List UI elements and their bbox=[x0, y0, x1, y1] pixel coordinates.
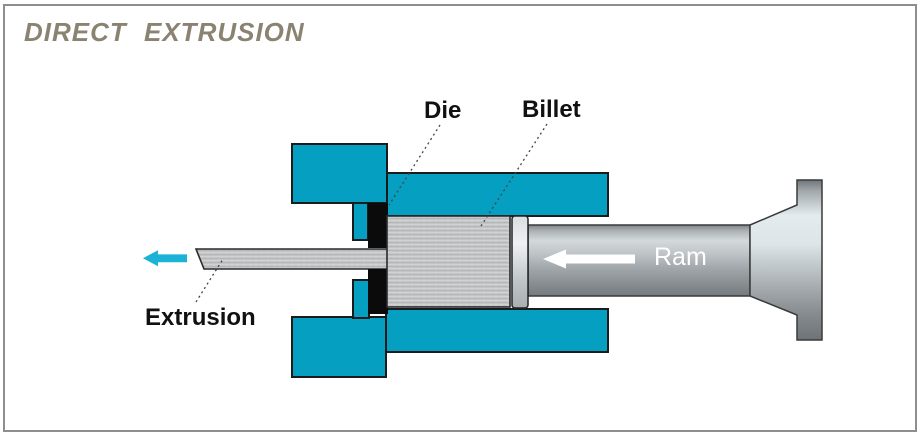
container-lower-tab bbox=[352, 279, 370, 319]
die-upper-half bbox=[368, 203, 388, 248]
container-bottom-bar bbox=[385, 308, 609, 353]
ram-direction-arrow-icon bbox=[543, 249, 635, 269]
die-lower-half bbox=[368, 269, 388, 314]
ram-label: Ram bbox=[654, 243, 707, 271]
extrusion-direction-arrow-icon bbox=[143, 250, 187, 267]
billet-block bbox=[386, 215, 511, 308]
container-top-left-block bbox=[291, 143, 388, 204]
die-label: Die bbox=[424, 97, 462, 124]
figure-title: DIRECT EXTRUSION bbox=[24, 17, 305, 47]
extrusion-leader-line bbox=[195, 258, 224, 303]
die-leader-line bbox=[388, 124, 441, 206]
extrusion-label: Extrusion bbox=[145, 304, 256, 331]
container-upper-tab bbox=[352, 202, 369, 241]
dummy-block-plate bbox=[511, 215, 529, 309]
ram-flange bbox=[749, 179, 823, 341]
container-top-bar bbox=[386, 172, 609, 217]
extrusion-rod bbox=[194, 248, 389, 270]
billet-label: Billet bbox=[522, 96, 581, 123]
container-bottom-left-block bbox=[291, 316, 387, 378]
